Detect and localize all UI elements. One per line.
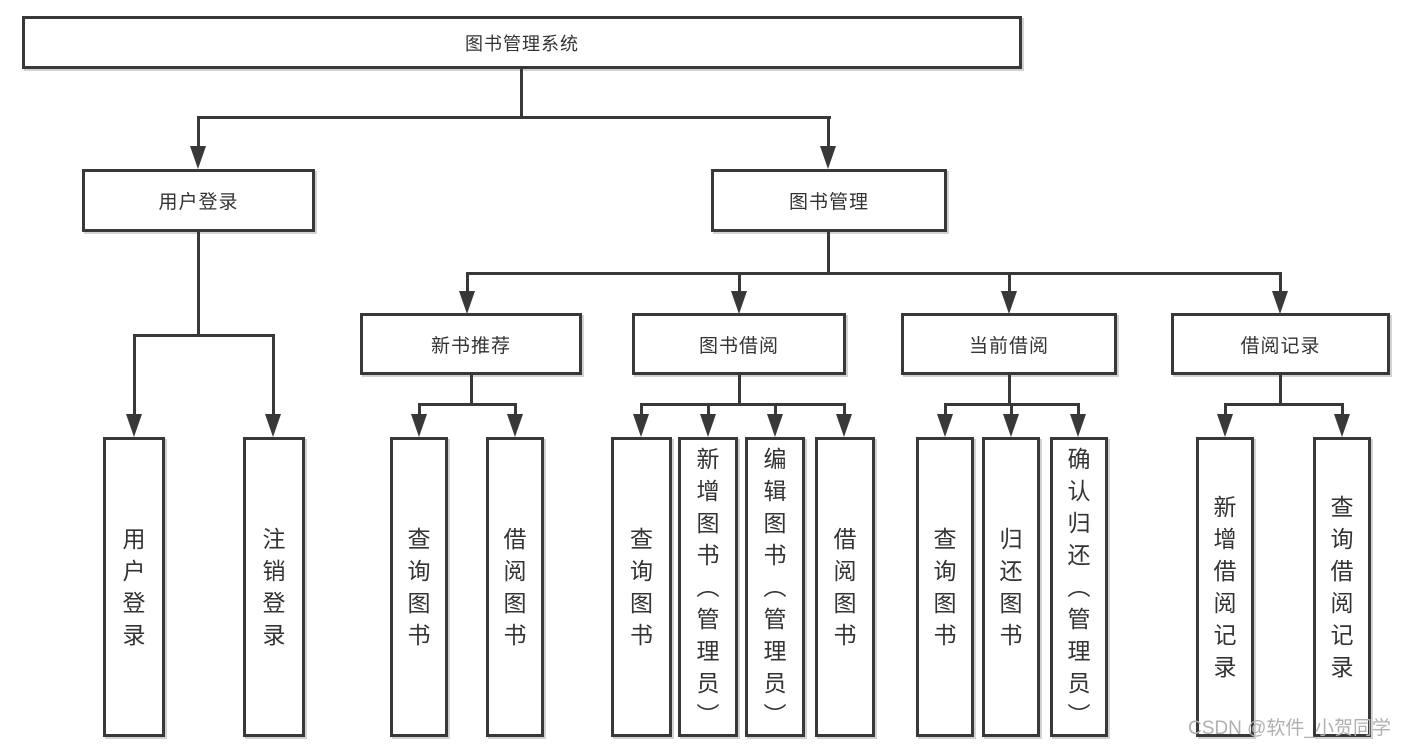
- leaf-edit-books-admin: 编辑图书︵管理员︶: [745, 437, 805, 737]
- arrow-down-icon: [190, 146, 206, 169]
- leaf-query-books-newrec: 查询图书: [390, 437, 448, 737]
- connector-line: [470, 375, 473, 406]
- node-book-borrowing: 图书借阅: [632, 313, 846, 375]
- leaf-return-books-label: 归还图书: [999, 525, 1023, 648]
- node-current-borrowing: 当前借阅: [901, 313, 1117, 375]
- leaf-query-books-current: 查询图书: [916, 437, 974, 737]
- connector-line: [1077, 403, 1080, 417]
- connector-line: [514, 403, 517, 417]
- node-new-book-recommend: 新书推荐: [360, 313, 582, 375]
- node-current-borrowing-label: 当前借阅: [968, 335, 1049, 357]
- connector-line: [827, 116, 830, 148]
- connector-line: [1341, 403, 1344, 417]
- arrow-down-icon: [1272, 291, 1288, 314]
- connector-line: [133, 334, 275, 337]
- node-book-management: 图书管理: [711, 169, 947, 232]
- connector-line: [843, 403, 846, 417]
- leaf-logout-label: 注销登录: [262, 525, 286, 648]
- arrow-down-icon: [700, 414, 716, 437]
- connector-line: [1008, 375, 1011, 406]
- arrow-down-icon: [731, 291, 747, 314]
- leaf-confirm-return-admin-label: 确认归还︵管理员︶: [1067, 445, 1091, 728]
- connector-line: [640, 403, 643, 417]
- connector-line: [774, 403, 777, 417]
- connector-line: [418, 403, 421, 417]
- node-book-borrowing-label: 图书借阅: [698, 335, 779, 357]
- connector-line: [466, 272, 469, 294]
- arrow-down-icon: [1070, 414, 1086, 437]
- connector-line: [640, 403, 846, 406]
- leaf-add-borrow-record-label: 新增借阅记录: [1213, 493, 1237, 680]
- leaf-add-borrow-record: 新增借阅记录: [1196, 437, 1254, 737]
- arrow-down-icon: [1217, 414, 1233, 437]
- leaf-query-books-borrowing: 查询图书: [611, 437, 672, 737]
- arrow-down-icon: [1334, 414, 1350, 437]
- leaf-logout: 注销登录: [243, 437, 305, 737]
- leaf-user-login-label: 用户登录: [122, 525, 146, 648]
- connector-line: [418, 403, 517, 406]
- leaf-edit-books-admin-label: 编辑图书︵管理员︶: [763, 445, 787, 728]
- connector-line: [520, 69, 523, 119]
- node-book-management-label: 图书管理: [788, 192, 869, 213]
- connector-line: [133, 334, 136, 416]
- arrow-down-icon: [836, 414, 852, 437]
- leaf-confirm-return-admin: 确认归还︵管理员︶: [1050, 437, 1108, 737]
- connector-line: [1224, 403, 1227, 417]
- connector-line: [707, 403, 710, 417]
- leaf-borrow-books-label: 借阅图书: [833, 525, 857, 648]
- connector-line: [1279, 272, 1282, 294]
- leaf-add-books-admin: 新增图书︵管理员︶: [678, 437, 738, 737]
- arrow-down-icon: [937, 414, 953, 437]
- arrow-down-icon: [126, 414, 142, 437]
- leaf-borrow-books-newrec-label: 借阅图书: [503, 525, 527, 648]
- leaf-query-books-borrowing-label: 查询图书: [630, 525, 653, 648]
- connector-line: [1008, 272, 1011, 294]
- node-new-book-recommend-label: 新书推荐: [430, 335, 511, 357]
- connector-line: [197, 116, 200, 148]
- connector-line: [944, 403, 947, 417]
- connector-line: [197, 116, 831, 119]
- connector-line: [1010, 403, 1013, 417]
- arrow-down-icon: [633, 414, 649, 437]
- arrow-down-icon: [411, 414, 427, 437]
- connector-line: [1279, 375, 1282, 406]
- arrow-down-icon: [767, 414, 783, 437]
- leaf-user-login: 用户登录: [103, 437, 165, 737]
- node-user-login: 用户登录: [82, 169, 315, 232]
- connector-line: [738, 375, 741, 406]
- csdn-watermark: CSDN @软件_小贺同学: [1188, 718, 1391, 739]
- connector-line: [738, 272, 741, 294]
- node-user-login-label: 用户登录: [158, 192, 239, 213]
- arrow-down-icon: [1001, 291, 1017, 314]
- connector-line: [827, 232, 830, 275]
- arrow-down-icon: [1003, 414, 1019, 437]
- leaf-query-borrow-record: 查询借阅记录: [1313, 437, 1371, 737]
- leaf-add-books-admin-label: 新增图书︵管理员︶: [696, 445, 720, 728]
- node-borrow-records: 借阅记录: [1171, 313, 1390, 375]
- leaf-query-books-current-label: 查询图书: [933, 525, 957, 648]
- connector-line: [272, 334, 275, 416]
- arrow-down-icon: [507, 414, 523, 437]
- leaf-query-books-newrec-label: 查询图书: [407, 525, 431, 648]
- connector-line: [466, 272, 1282, 275]
- leaf-borrow-books-newrec: 借阅图书: [486, 437, 544, 737]
- leaf-query-borrow-record-label: 查询借阅记录: [1330, 493, 1354, 680]
- arrow-down-icon: [265, 414, 281, 437]
- leaf-return-books: 归还图书: [982, 437, 1040, 737]
- node-library-system: 图书管理系统: [22, 16, 1022, 69]
- arrow-down-icon: [820, 146, 836, 169]
- leaf-borrow-books: 借阅图书: [815, 437, 875, 737]
- node-borrow-records-label: 借阅记录: [1240, 335, 1321, 357]
- arrow-down-icon: [459, 291, 475, 314]
- connector-line: [1224, 403, 1343, 406]
- connector-line: [197, 232, 200, 337]
- node-library-system-label: 图书管理系统: [465, 33, 579, 54]
